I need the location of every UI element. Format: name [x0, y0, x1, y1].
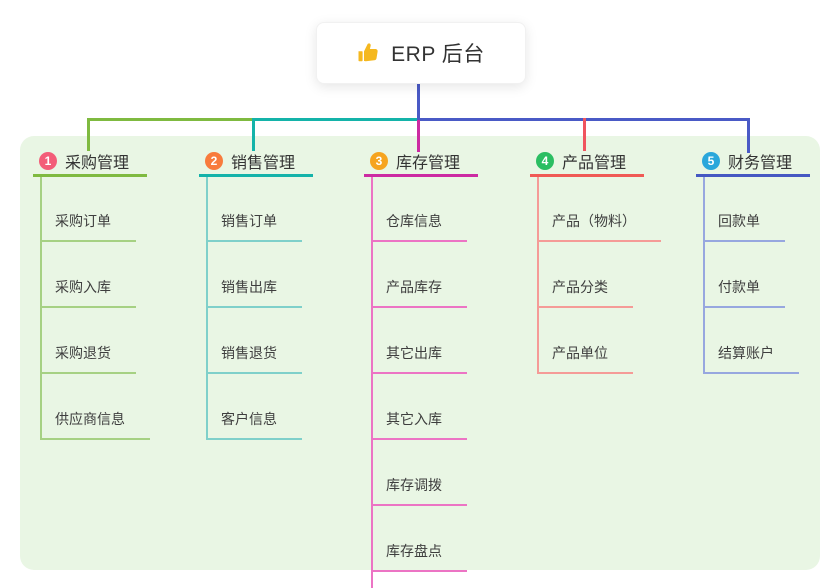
child-label: 产品分类	[552, 279, 608, 295]
child-label: 产品库存	[386, 279, 442, 295]
branch-children: 回款单 付款单 结算账户	[703, 177, 799, 374]
branch-node-inventory[interactable]: 3 库存管理	[364, 148, 478, 177]
child-label: 采购订单	[55, 213, 111, 229]
child-label: 库存盘点	[386, 543, 442, 559]
child-label: 销售退货	[221, 345, 277, 361]
child-node[interactable]: 销售退货	[208, 308, 302, 374]
branch-sales: 2 销售管理 销售订单 销售出库 销售退货 客户信息	[199, 148, 313, 440]
child-label: 付款单	[718, 279, 760, 295]
connector-drop-sales	[252, 118, 255, 151]
child-node[interactable]: 产品分类	[539, 242, 633, 308]
child-node[interactable]: 采购订单	[42, 177, 136, 242]
branch-label: 财务管理	[728, 155, 793, 172]
child-node[interactable]: 出库库明细	[373, 572, 481, 588]
branch-label: 销售管理	[231, 155, 296, 172]
branch-node-purchase[interactable]: 1 采购管理	[33, 148, 147, 177]
child-node[interactable]: 仓库信息	[373, 177, 467, 242]
child-label: 销售出库	[221, 279, 277, 295]
branch-label: 采购管理	[65, 155, 130, 172]
child-label: 采购入库	[55, 279, 111, 295]
branch-product: 4 产品管理 产品（物料） 产品分类 产品单位	[530, 148, 661, 374]
child-node[interactable]: 回款单	[705, 177, 785, 242]
connector-drop-purchase	[87, 118, 90, 151]
branch-children: 采购订单 采购入库 采购退货 供应商信息	[40, 177, 150, 440]
child-node[interactable]: 其它出库	[373, 308, 467, 374]
branch-node-sales[interactable]: 2 销售管理	[199, 148, 313, 177]
connector-bus-purchase	[87, 118, 254, 121]
child-label: 产品（物料）	[552, 213, 636, 229]
child-label: 销售订单	[221, 213, 277, 229]
child-node[interactable]: 库存调拨	[373, 440, 467, 506]
badge-2: 2	[205, 152, 223, 170]
badge-4: 4	[536, 152, 554, 170]
child-label: 产品单位	[552, 345, 608, 361]
branch-children: 仓库信息 产品库存 其它出库 其它入库 库存调拨 库存盘点 出库库明细	[371, 177, 481, 588]
child-node[interactable]: 库存盘点	[373, 506, 467, 572]
branches-panel	[20, 136, 820, 570]
root-label: ERP 后台	[391, 43, 485, 66]
badge-1: 1	[39, 152, 57, 170]
child-label: 库存调拨	[386, 477, 442, 493]
child-node[interactable]: 采购退货	[42, 308, 136, 374]
child-label: 其它入库	[386, 411, 442, 427]
badge-5: 5	[702, 152, 720, 170]
child-node[interactable]: 结算账户	[705, 308, 799, 374]
child-label: 采购退货	[55, 345, 111, 361]
branch-node-finance[interactable]: 5 财务管理	[696, 148, 810, 177]
branch-children: 产品（物料） 产品分类 产品单位	[537, 177, 661, 374]
child-label: 客户信息	[221, 411, 277, 427]
connector-bus-sales	[252, 118, 419, 121]
child-label: 其它出库	[386, 345, 442, 361]
child-node[interactable]: 销售出库	[208, 242, 302, 308]
connector-drop-inventory	[417, 120, 420, 152]
child-node[interactable]: 付款单	[705, 242, 785, 308]
branch-label: 库存管理	[396, 155, 461, 172]
child-node[interactable]: 供应商信息	[42, 374, 150, 440]
connector-root-stem	[417, 82, 420, 120]
child-node[interactable]: 产品单位	[539, 308, 633, 374]
connector-drop-product	[583, 118, 586, 151]
thumbs-up-icon	[357, 41, 381, 65]
child-node[interactable]: 其它入库	[373, 374, 467, 440]
child-label: 回款单	[718, 213, 760, 229]
branch-label: 产品管理	[562, 155, 627, 172]
badge-3: 3	[370, 152, 388, 170]
branch-node-product[interactable]: 4 产品管理	[530, 148, 644, 177]
connector-drop-finance	[747, 118, 750, 153]
child-node[interactable]: 产品（物料）	[539, 177, 661, 242]
branch-purchase: 1 采购管理 采购订单 采购入库 采购退货 供应商信息	[33, 148, 150, 440]
branch-finance: 5 财务管理 回款单 付款单 结算账户	[696, 148, 810, 374]
child-node[interactable]: 采购入库	[42, 242, 136, 308]
root-node[interactable]: ERP 后台	[316, 22, 526, 84]
child-label: 仓库信息	[386, 213, 442, 229]
child-label: 供应商信息	[55, 411, 125, 427]
branch-children: 销售订单 销售出库 销售退货 客户信息	[206, 177, 302, 440]
branch-inventory: 3 库存管理 仓库信息 产品库存 其它出库 其它入库 库存调拨 库存盘点 出库库…	[364, 148, 481, 588]
child-node[interactable]: 客户信息	[208, 374, 302, 440]
child-label: 结算账户	[718, 345, 774, 361]
child-node[interactable]: 销售订单	[208, 177, 302, 242]
child-node[interactable]: 产品库存	[373, 242, 467, 308]
